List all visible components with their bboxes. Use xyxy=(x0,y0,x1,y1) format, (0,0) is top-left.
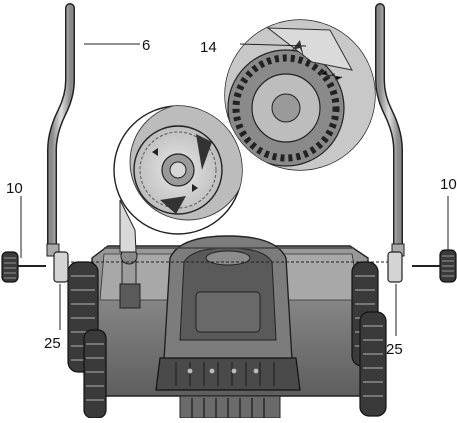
handle-knob-right xyxy=(412,249,457,283)
callout-10-right: 10 xyxy=(440,176,457,193)
callout-10-left: 10 xyxy=(6,180,23,197)
scarifier-body xyxy=(66,235,394,419)
handle-left xyxy=(46,3,75,257)
depth-dial-zoom-view xyxy=(113,105,243,253)
callout-25-left: 25 xyxy=(44,335,61,352)
mounting-bracket-left xyxy=(53,251,69,283)
callout-6: 6 xyxy=(142,37,150,54)
height-adjuster-zoom-view xyxy=(224,19,376,171)
handle-right xyxy=(375,3,405,257)
handle-knob-left xyxy=(1,251,46,283)
mounting-bracket-right xyxy=(387,251,403,283)
front-wheel-right xyxy=(359,311,387,417)
callout-25-right: 25 xyxy=(386,341,403,358)
front-wheel-left xyxy=(83,329,107,419)
callout-lines xyxy=(20,43,449,336)
callout-14: 14 xyxy=(200,39,217,56)
